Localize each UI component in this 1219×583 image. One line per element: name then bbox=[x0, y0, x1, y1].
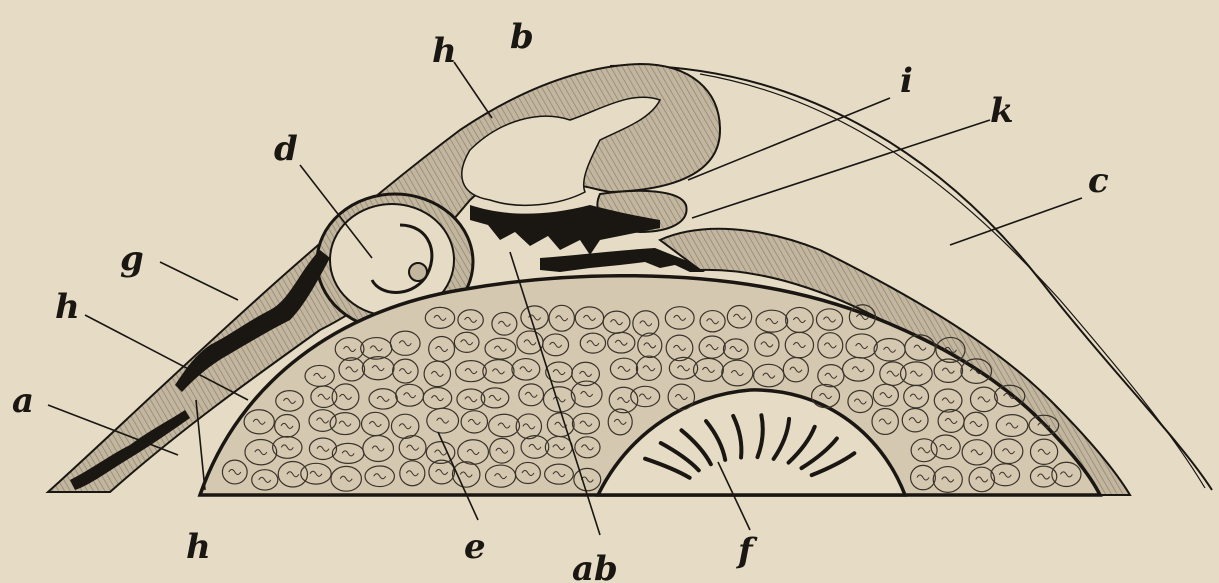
label-f: f bbox=[736, 531, 758, 571]
label-a: a bbox=[12, 381, 34, 421]
label-d: d bbox=[274, 129, 298, 169]
label-h-top: h bbox=[432, 31, 457, 71]
leader-k bbox=[692, 120, 990, 218]
organ-d-nucleus bbox=[409, 263, 427, 281]
leader-h-top bbox=[454, 62, 492, 118]
label-i: i bbox=[900, 61, 913, 101]
label-h-left: h bbox=[55, 287, 80, 327]
label-c: c bbox=[1088, 161, 1109, 201]
label-k: k bbox=[990, 91, 1014, 131]
label-g: g bbox=[120, 239, 144, 279]
label-e: e bbox=[464, 527, 486, 567]
label-b: b bbox=[510, 17, 534, 57]
label-ab: ab bbox=[572, 549, 618, 583]
label-h-bottom: h bbox=[186, 527, 211, 567]
leader-g bbox=[160, 262, 238, 300]
leader-c bbox=[950, 198, 1082, 245]
